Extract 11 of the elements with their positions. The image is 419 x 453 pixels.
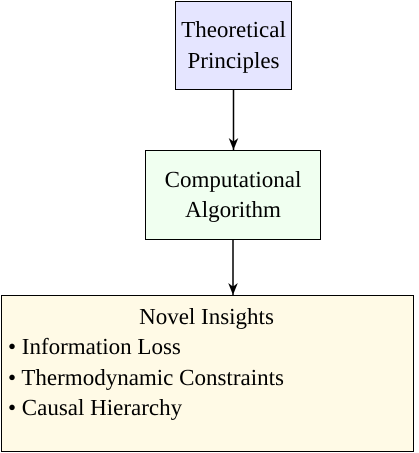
process-box — [175, 1, 292, 90]
list-item: • Information Loss — [8, 333, 182, 362]
arrow — [228, 240, 238, 295]
list-item: • Thermodynamic Constraints — [8, 364, 285, 392]
box-label: Theoretical Principles — [180, 16, 287, 75]
process-box — [145, 150, 321, 240]
arrow — [228, 90, 238, 150]
box-label: Computational Algorithm — [164, 166, 302, 224]
list-item: • Causal Hierarchy — [8, 394, 184, 422]
process-box — [1, 295, 414, 452]
box-heading: Novel Insights — [138, 303, 275, 331]
